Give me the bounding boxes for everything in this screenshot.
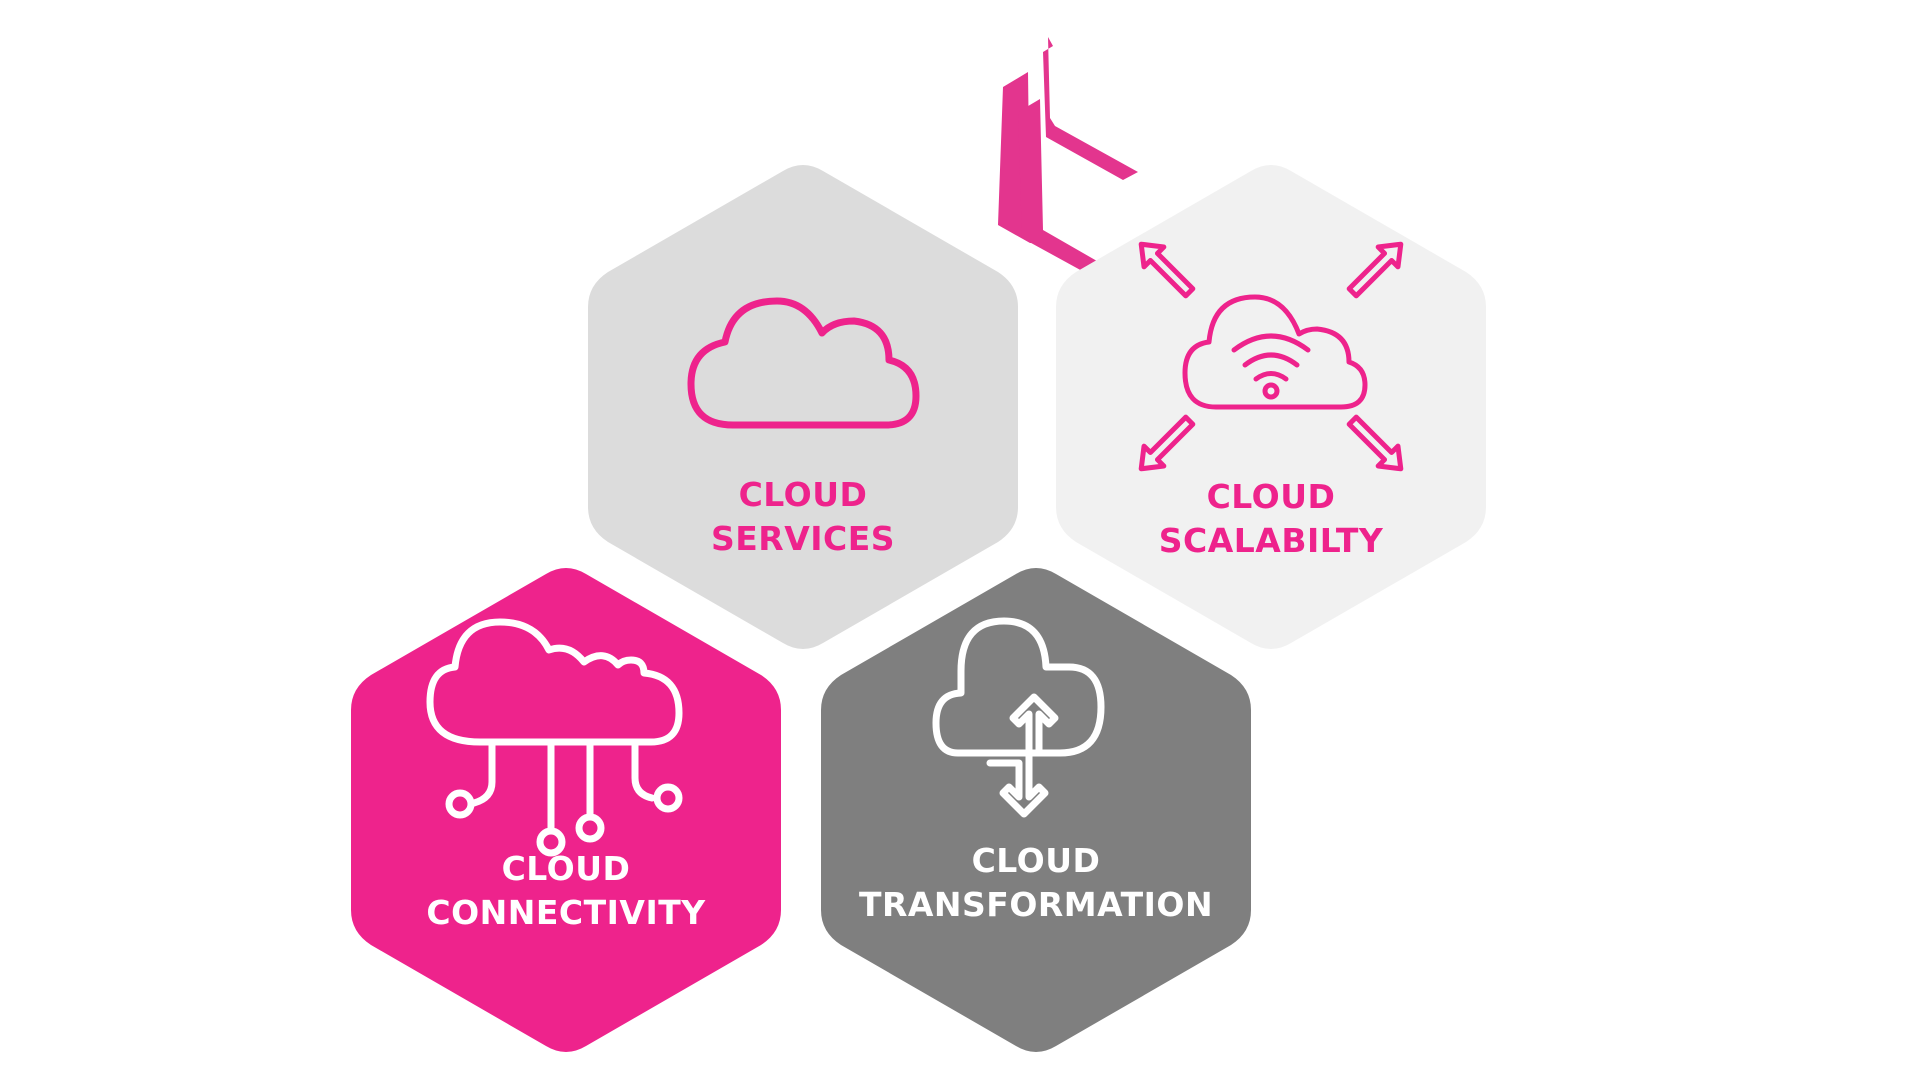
cloud-icon	[687, 297, 920, 429]
hex-cloud-connectivity: CLOUD CONNECTIVITY	[351, 568, 781, 1052]
cloud-wifi-arrows-icon	[1138, 241, 1404, 472]
connectivity-label-line2: CONNECTIVITY	[426, 893, 706, 932]
hex-cloud-transformation: CLOUD TRANSFORMATION	[821, 568, 1251, 1052]
chevron-stripes-logo	[998, 37, 1138, 289]
hex-cloud-services: CLOUD SERVICES	[588, 165, 1018, 649]
hex-cloud-scalability: CLOUD SCALABILTY	[1056, 165, 1486, 649]
scalability-label-line1: CLOUD	[1207, 477, 1336, 516]
connectivity-label-line1: CLOUD	[502, 849, 631, 888]
transformation-label-line2: TRANSFORMATION	[859, 885, 1213, 924]
services-label-line1: CLOUD	[739, 475, 868, 514]
cloud-network-icon	[426, 618, 683, 857]
transformation-label-line1: CLOUD	[972, 841, 1101, 880]
scalability-label-line2: SCALABILTY	[1159, 521, 1384, 560]
hex-connectivity-shape	[351, 568, 781, 1052]
hex-services-shape	[588, 165, 1018, 649]
cloud-upload-download-icon	[932, 617, 1105, 818]
services-label-line2: SERVICES	[711, 519, 895, 558]
